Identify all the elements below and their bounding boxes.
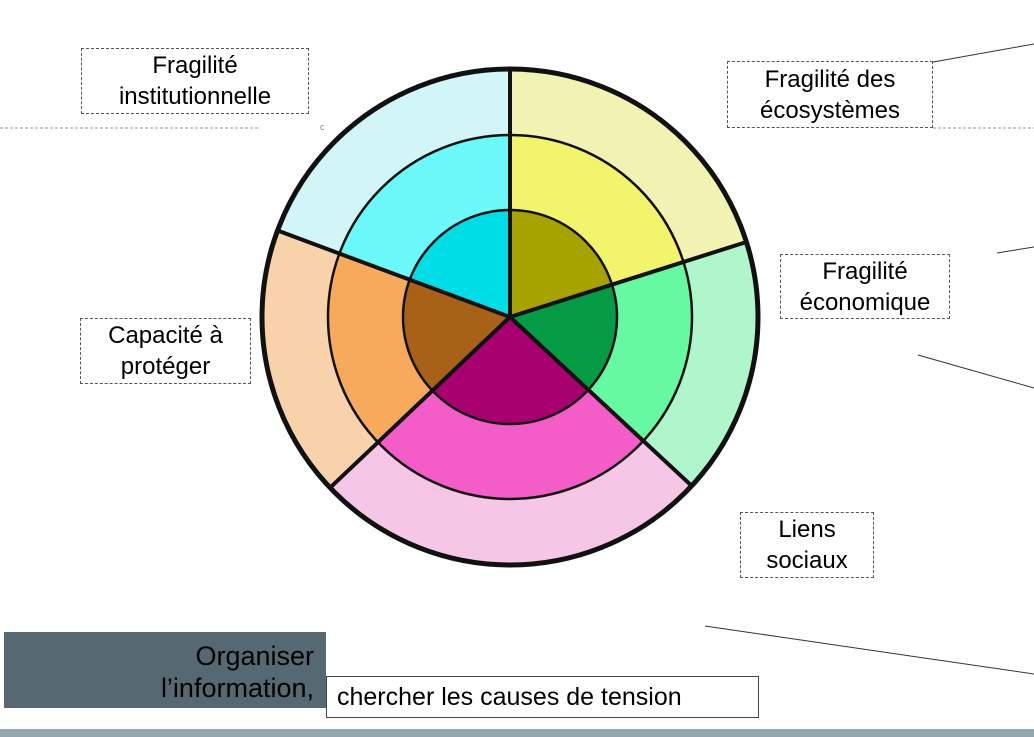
tiny-mark: c [320, 122, 325, 132]
label-ecosystem-fragility: Fragilité des écosystèmes [727, 61, 933, 128]
label-line: sociaux [766, 547, 848, 574]
label-line: Fragilité des [764, 65, 896, 93]
wheel-spoke-5 [276, 228, 511, 319]
label-institutional-fragility: Fragilité institutionnelle [81, 48, 309, 114]
label-line: Fragilité [822, 257, 908, 285]
connector-ecosystems [921, 43, 1034, 65]
footer-white-banner: chercher les causes de tension [326, 676, 759, 718]
label-line: institutionnelle [118, 83, 272, 110]
wheel-sector-economic-ring-1 [510, 284, 617, 390]
label-capacity-to-protect: Capacité à protéger [80, 318, 251, 384]
wheel-spoke-4 [328, 315, 512, 490]
wheel-sector-social-ring-1 [432, 317, 589, 424]
label-line: économique [799, 288, 931, 316]
label-economic-fragility: Fragilité économique [780, 254, 950, 319]
wheel-spoke-3 [508, 315, 694, 488]
label-social-ties: Liens sociaux [740, 512, 874, 578]
connector-economic [917, 354, 1034, 389]
label-line: protéger [120, 353, 211, 380]
wheel-sector-ecosystems-ring-1 [510, 210, 612, 317]
footer-line: l’information, [160, 673, 314, 703]
label-line: Fragilité [152, 52, 238, 79]
bottom-bar [0, 729, 1034, 737]
connector-social [704, 625, 1034, 675]
connector-economic-top [996, 246, 1034, 254]
label-line: Liens [778, 516, 836, 543]
footer-line: Organiser [195, 641, 314, 671]
label-line: écosystèmes [759, 96, 901, 124]
wheel-spoke-2 [509, 240, 747, 319]
footer-dark-banner: Organiser l’information, [4, 632, 326, 708]
label-line: Capacité à [108, 322, 223, 349]
wheel-sector-institutional-ring-1 [409, 210, 510, 317]
